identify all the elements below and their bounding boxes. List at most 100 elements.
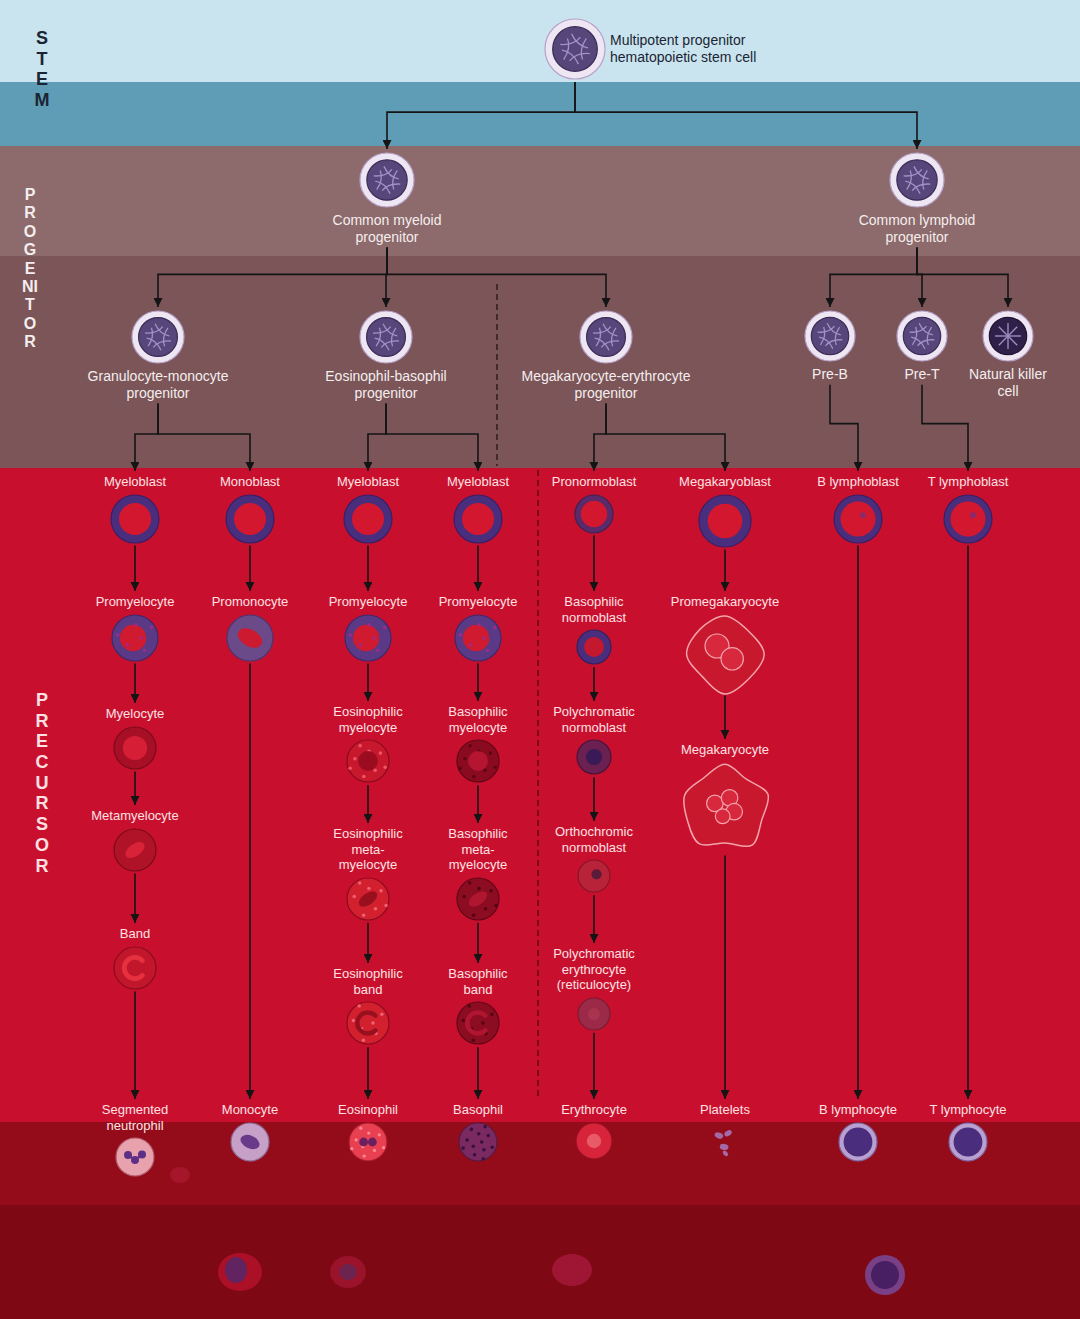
cell-label: Myeloblast <box>447 474 509 490</box>
cell-node: Metamyelocyte <box>87 806 182 874</box>
cell-label: T lymphoblast <box>928 474 1009 490</box>
cell-label: Metamyelocyte <box>91 808 178 824</box>
cell-drawing <box>348 1122 388 1162</box>
cell-node: Myeloblast <box>443 472 513 546</box>
region-label: PRECURSOR <box>33 690 51 876</box>
cell-label: Myeloblast <box>104 474 166 490</box>
cell-node: Erythrocyte <box>557 1100 631 1162</box>
cell-label: Multipotent progenitor hematopoietic ste… <box>610 32 790 66</box>
differentiation-arrow <box>830 385 858 471</box>
cell-drawing <box>577 997 611 1031</box>
cell-label: Common lymphoid progenitor <box>832 212 1002 246</box>
differentiation-arrow <box>367 923 369 963</box>
cell-drawing <box>574 494 614 534</box>
cell-drawing <box>225 494 275 544</box>
differentiation-arrow <box>386 404 478 471</box>
cell-label: T lymphocyte <box>929 1102 1006 1118</box>
cell-node: T lymphoblast <box>924 472 1013 546</box>
cell-node: B lymphoblast <box>813 472 903 546</box>
cell-label: B lymphoblast <box>817 474 899 490</box>
cell-node: Myelocyte <box>102 704 169 772</box>
cell-label: Monocyte <box>222 1102 278 1118</box>
differentiation-arrow <box>593 777 595 821</box>
cell-label: Megakaryocyte <box>681 742 769 758</box>
differentiation-arrow <box>606 404 725 471</box>
cell-drawing <box>111 614 159 662</box>
cell-drawing <box>576 629 612 665</box>
differentiation-arrow <box>135 404 158 471</box>
cell-label: Erythrocyte <box>561 1102 627 1118</box>
cell-drawing <box>456 739 500 783</box>
cell-label: Band <box>120 926 150 942</box>
cell-node: Polychromatic normoblast <box>540 702 648 777</box>
precursor-band <box>0 468 1080 1122</box>
differentiation-arrow <box>367 785 369 823</box>
cell-label: Eosinophil <box>338 1102 398 1118</box>
cell-node: Eosinophilic band <box>319 964 417 1047</box>
differentiation-arrow <box>134 546 136 591</box>
cell-label: Myeloblast <box>337 474 399 490</box>
cell-node: Eosinophil-basophil progenitor <box>300 308 473 404</box>
cell-drawing <box>359 310 413 364</box>
cell-node: Platelets <box>696 1100 754 1164</box>
differentiation-arrow <box>593 1033 595 1099</box>
cell-node: Eosinophil <box>334 1100 402 1164</box>
cell-drawing <box>575 1122 613 1160</box>
cell-drawing <box>544 18 606 80</box>
differentiation-arrow <box>477 546 479 591</box>
blood-band <box>0 1122 1080 1319</box>
cell-node: Pronormoblast <box>548 472 641 536</box>
cell-drawing <box>110 494 160 544</box>
cell-drawing <box>113 946 157 990</box>
cell-label: Basophilic myelocyte <box>433 704 523 735</box>
cell-drawing <box>833 494 883 544</box>
differentiation-arrow <box>367 664 369 701</box>
cell-drawing <box>458 1122 498 1162</box>
cell-drawing <box>226 614 274 662</box>
differentiation-arrow <box>387 82 575 149</box>
cell-label: Pre-B <box>812 366 848 383</box>
progenitor-band <box>0 146 1080 256</box>
cell-label: Promegakaryocyte <box>671 594 779 610</box>
cell-label: Pronormoblast <box>552 474 637 490</box>
cell-node: Promyelocyte <box>325 592 412 664</box>
differentiation-arrow <box>594 404 606 471</box>
differentiation-arrow <box>249 546 251 591</box>
cell-drawing <box>113 726 157 770</box>
progenitor-band <box>0 256 1080 468</box>
cell-label: Polychromatic erythrocyte (reticulocyte) <box>544 946 644 993</box>
cell-node: Granulocyte-monocyte progenitor <box>72 308 245 404</box>
cell-label: Megakaryocyte-erythrocyte progenitor <box>504 368 709 402</box>
blood-band <box>0 1205 1080 1319</box>
stem-band <box>0 0 1080 82</box>
cell-node: Natural killer cell <box>964 308 1052 402</box>
differentiation-arrow <box>477 923 479 963</box>
cell-node: Promonocyte <box>208 592 293 664</box>
cell-node: B lymphocyte <box>815 1100 901 1164</box>
cell-label: Platelets <box>700 1102 750 1118</box>
cell-drawing <box>346 739 390 783</box>
cell-drawing <box>698 494 752 548</box>
differentiation-arrow <box>367 1047 369 1099</box>
cell-node: Myeloblast <box>333 472 403 546</box>
cell-node: Basophilic meta- myelocyte <box>434 824 522 923</box>
cell-node: T lymphocyte <box>925 1100 1010 1164</box>
cell-label: Granulocyte-monocyte progenitor <box>76 368 241 402</box>
cell-drawing <box>889 152 945 208</box>
region-label: PROGENITOR <box>22 186 38 352</box>
cell-node: Basophilic normoblast <box>545 592 643 667</box>
cell-node: Monoblast <box>216 472 284 546</box>
cell-node: Promyelocyte <box>435 592 522 664</box>
cell-label: Eosinophilic myelocyte <box>321 704 416 735</box>
differentiation-arrow <box>477 785 479 823</box>
cell-label: Basophil <box>453 1102 503 1118</box>
differentiation-arrow <box>830 248 917 307</box>
cell-label: Polychromatic normoblast <box>544 704 644 735</box>
cell-drawing <box>896 310 948 362</box>
cell-node: Multipotent progenitor hematopoietic ste… <box>540 16 794 82</box>
differentiation-arrow <box>575 82 917 149</box>
cell-drawing <box>343 494 393 544</box>
cell-drawing <box>943 494 993 544</box>
cell-node: Common myeloid progenitor <box>308 150 466 248</box>
differentiation-arrow <box>134 664 136 703</box>
